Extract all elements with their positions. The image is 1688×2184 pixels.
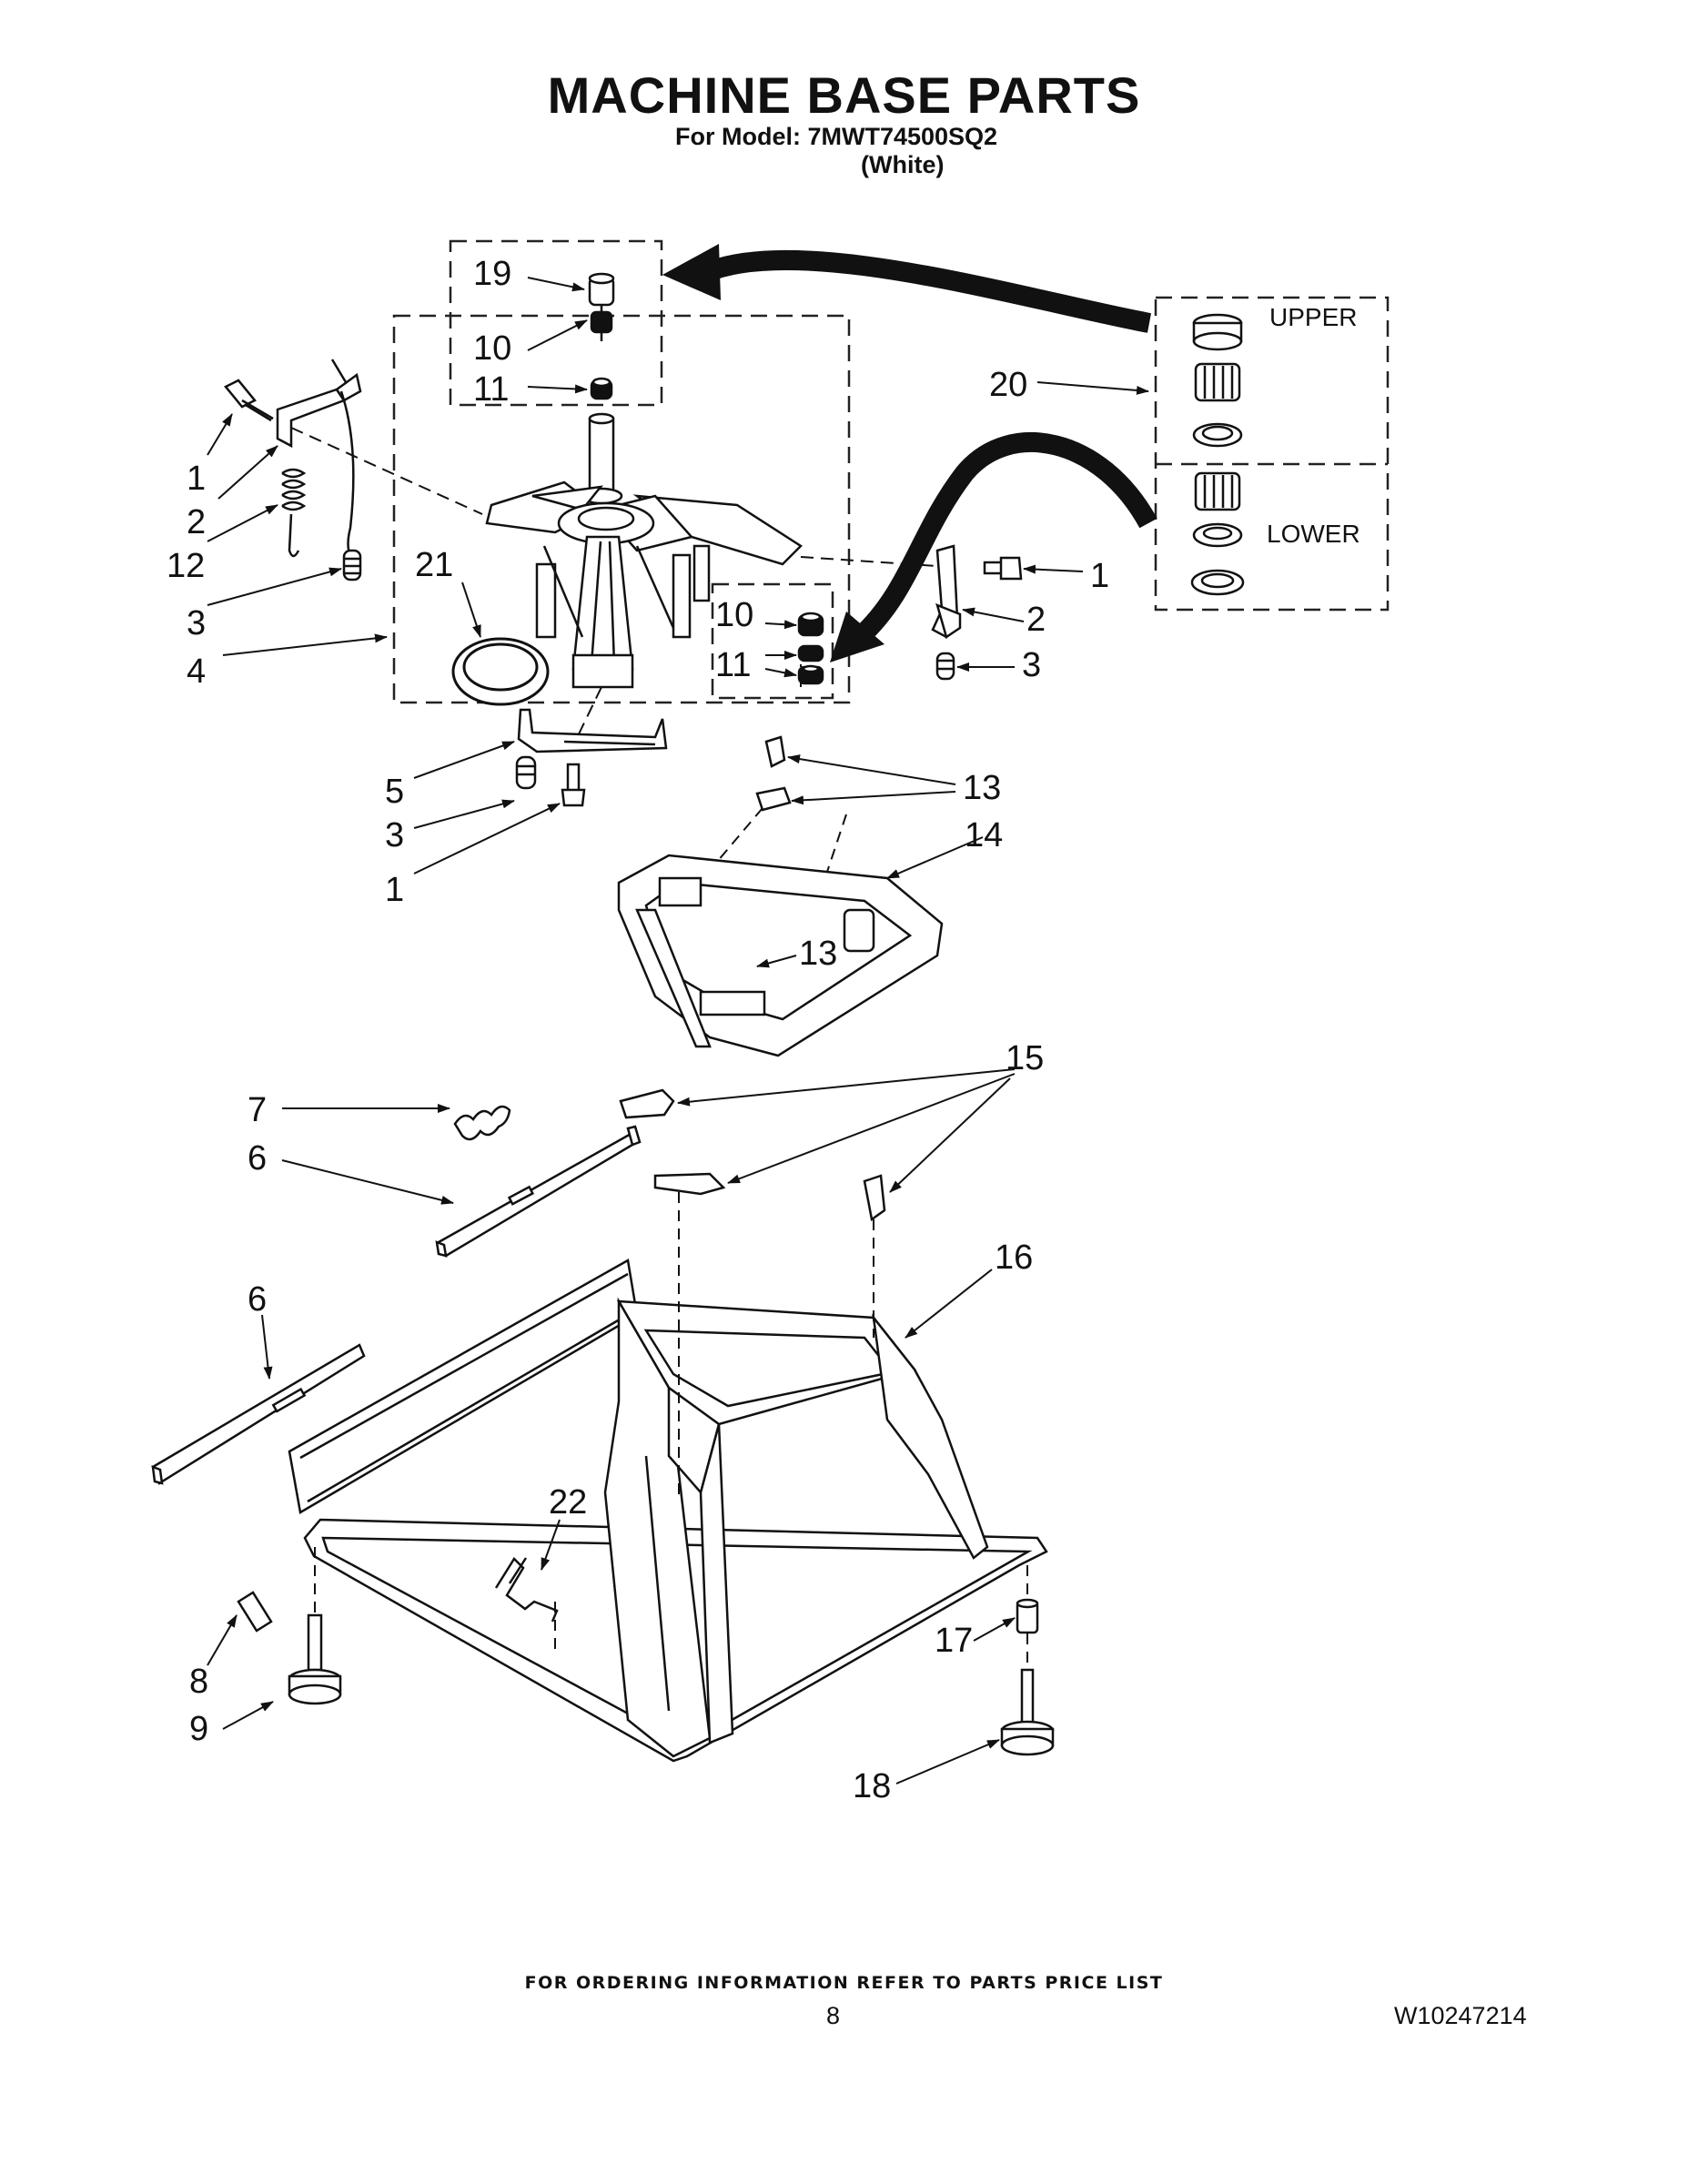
part-4-center-assembly (485, 412, 803, 689)
part-21-ring (451, 637, 550, 706)
callout-18: 18 (853, 1767, 891, 1805)
part-6-brace-upper (435, 1125, 642, 1258)
part-16-base-frame (288, 1259, 1048, 1763)
part-19-cap (588, 272, 615, 341)
bearing-kit-dashed-box (1154, 296, 1390, 612)
part-2-bracket-left (276, 359, 362, 449)
callout-1-lower: 1 (385, 871, 404, 909)
callout-3-lower: 3 (385, 816, 404, 854)
callout-19: 19 (473, 255, 511, 293)
callout-12: 12 (167, 547, 205, 585)
part-18-leveling-leg-right (1000, 1668, 1055, 1756)
page-number: 8 (826, 2002, 841, 2029)
color-line: (White) (861, 151, 945, 178)
part-1-bolt-left (224, 379, 274, 422)
callout-4: 4 (187, 652, 206, 691)
callout-11-upper: 11 (473, 370, 509, 409)
lower-label: LOWER (1267, 520, 1360, 548)
callout-3-right: 3 (1022, 646, 1041, 684)
callout-6-lower: 6 (248, 1280, 267, 1319)
callout-5: 5 (385, 773, 404, 811)
callout-1-right: 1 (1090, 557, 1109, 595)
part-8-leg-pin (237, 1591, 273, 1633)
part-11-upper-washer (590, 377, 613, 400)
part-10-lower-bushing (797, 612, 824, 637)
callout-6-upper: 6 (248, 1139, 267, 1178)
document-number: W10247214 (1394, 2002, 1527, 2029)
part-7-spring (453, 1105, 511, 1141)
upper-parts-dashed-box (449, 239, 663, 407)
callout-11-lower: 11 (715, 646, 751, 684)
lower-big-arrow (830, 432, 1157, 662)
part-10-upper-bushing (590, 310, 613, 334)
callout-15: 15 (1006, 1039, 1044, 1077)
part-2-bracket-right (931, 544, 962, 639)
part-9-leveling-leg-left (288, 1613, 342, 1705)
ordering-note: FOR ORDERING INFORMATION REFER TO PARTS … (524, 1973, 1164, 1993)
callout-2-right: 2 (1026, 601, 1046, 639)
part-1-bolt-right (983, 556, 1023, 581)
page-title: MACHINE BASE PARTS (547, 66, 1141, 124)
callout-16: 16 (995, 1239, 1033, 1277)
part-5-bracket-lower (517, 708, 668, 753)
callout-arrows (207, 277, 1149, 1785)
part-12-spring-hook (281, 390, 355, 558)
part-3-bumper-left (342, 549, 362, 581)
callout-13-upper: 13 (963, 769, 1001, 807)
callout-14: 14 (965, 816, 1003, 854)
callout-21: 21 (415, 546, 453, 584)
part-3-bumper-right (935, 652, 955, 681)
callout-7: 7 (248, 1091, 267, 1129)
center-assembly-dashed-box (392, 314, 851, 704)
callout-10-upper: 10 (473, 329, 511, 368)
part-17-bushing (1016, 1598, 1039, 1634)
upper-label: UPPER (1269, 303, 1357, 331)
upper-bearing-kit-parts (1192, 313, 1243, 448)
callout-9: 9 (189, 1710, 208, 1748)
callout-1-left: 1 (187, 460, 206, 498)
callout-20: 20 (989, 366, 1027, 404)
assembly-vertical-lines (314, 1192, 1028, 1670)
callout-2-left: 2 (187, 503, 206, 541)
lower-bearing-dashed-box (711, 582, 834, 700)
model-line: For Model: 7MWT74500SQ2 (675, 123, 998, 150)
part-14-top-frame (617, 854, 944, 1057)
part-6-brace-lower (151, 1343, 366, 1485)
part-1-bolt-lower (561, 763, 586, 807)
callout-10-lower: 10 (715, 596, 753, 634)
part-3-bumper-lower (515, 755, 537, 790)
callout-8: 8 (189, 1663, 208, 1701)
callout-17: 17 (935, 1622, 973, 1660)
callout-13-lower: 13 (799, 935, 837, 973)
part-11-lower-washers (797, 644, 824, 685)
callout-3-left: 3 (187, 604, 206, 642)
part-15-pads (619, 1088, 886, 1222)
lower-bearing-kit-parts (1190, 471, 1245, 596)
callout-numbers: 19 10 11 20 1 2 12 3 4 21 10 11 1 2 3 5 … (167, 255, 1360, 1805)
callout-22: 22 (549, 1483, 587, 1522)
part-22-wire-clip (494, 1557, 559, 1623)
upper-big-arrow (662, 244, 1152, 333)
